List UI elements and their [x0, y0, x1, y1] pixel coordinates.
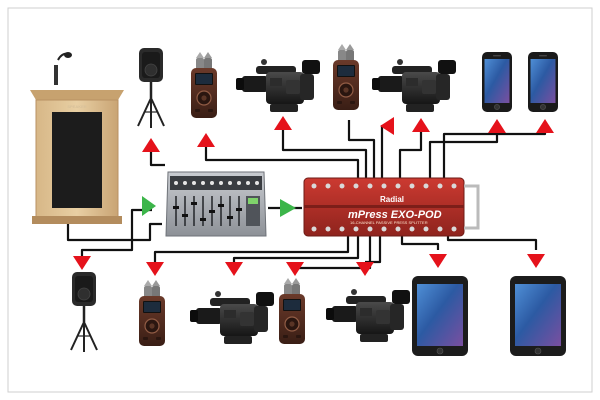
smartphone-top-2 — [527, 51, 559, 113]
lectern: SPEAKER — [30, 52, 124, 224]
output-arrow-icon — [73, 256, 91, 270]
input-arrow-icon — [142, 196, 156, 216]
splitter-model: mPress EXO-POD — [348, 209, 442, 221]
output-arrow-icon — [488, 119, 506, 133]
splitter-subtitle: 16-CHANNEL PASSIVE PRESS SPLITTER — [350, 220, 428, 225]
mpress-exo-pod-splitter: Radial mPress EXO-POD 16-CHANNEL PASSIVE… — [303, 177, 480, 237]
lectern-badge: SPEAKER — [67, 104, 86, 109]
output-arrow-icon — [142, 138, 160, 152]
output-arrow-icon — [146, 262, 164, 276]
output-arrow-icon — [527, 254, 545, 268]
smartphone-top-1 — [481, 51, 513, 113]
output-arrow-icon — [412, 118, 430, 132]
output-arrow-icon — [536, 119, 554, 133]
output-arrow-icon — [274, 116, 292, 130]
output-arrow-icon — [356, 262, 374, 276]
output-arrow-icon — [286, 262, 304, 276]
output-arrow-icon — [380, 117, 394, 135]
splitter-brand: Radial — [380, 195, 404, 204]
output-arrow-icon — [197, 133, 215, 147]
output-arrow-icon — [225, 262, 243, 276]
input-arrow-icon — [280, 199, 296, 217]
tablet-bottom-1 — [411, 275, 469, 357]
tablet-bottom-2 — [509, 275, 567, 357]
output-arrow-icon — [429, 254, 447, 268]
audio-mixer — [165, 171, 267, 237]
signal-arrows — [73, 116, 554, 276]
